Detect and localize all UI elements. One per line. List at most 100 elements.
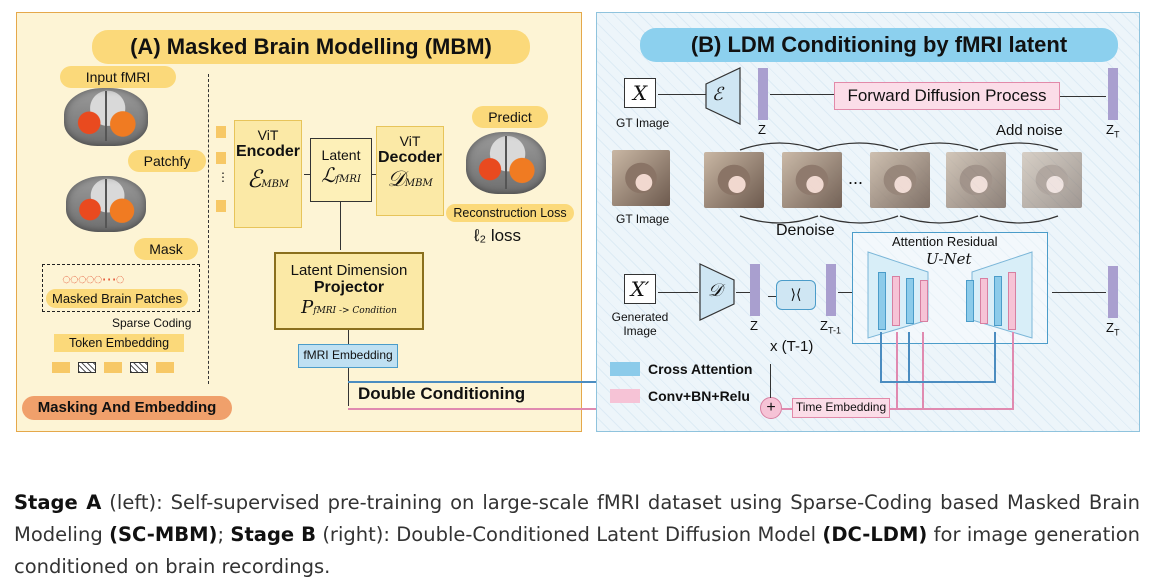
zt3-z: Z bbox=[1106, 320, 1114, 335]
zt1-sub: T-1 bbox=[827, 325, 841, 336]
patchfy-label: Patchfy bbox=[128, 150, 206, 172]
masked-brain-patches-label: Masked Brain Patches bbox=[46, 289, 188, 308]
caption-text-1: (left): Self-supervised pre-training on … bbox=[14, 491, 1140, 546]
denoise-label: Denoise bbox=[776, 222, 835, 239]
e-symbol: ℰ bbox=[712, 84, 723, 105]
noisy-cat-image-4 bbox=[946, 152, 1006, 208]
latent-symbol: ℒ bbox=[321, 163, 336, 187]
x-prime-box: X′ bbox=[624, 274, 656, 304]
separator-line bbox=[208, 74, 209, 384]
strip-ellipsis: ... bbox=[848, 168, 864, 188]
legend-conv-label: Conv+BN+Relu bbox=[648, 388, 750, 404]
caption-text-2: ; bbox=[217, 523, 231, 546]
gt-image-label-top: GT Image bbox=[616, 116, 670, 130]
x-prime-symbol: X′ bbox=[630, 277, 650, 301]
patched-brain-image bbox=[66, 176, 146, 232]
latent-subscript: fMRI bbox=[335, 174, 361, 185]
vit-decoder-vit: ViT bbox=[399, 133, 421, 149]
caption-text-3: (right): Double-Conditioned Latent Diffu… bbox=[315, 523, 823, 546]
zt3-sub: T bbox=[1113, 327, 1120, 338]
projector-line2: Projector bbox=[313, 279, 385, 296]
encoder-subscript: MBM bbox=[261, 179, 290, 190]
generated-image-label: Generated Image bbox=[611, 310, 669, 338]
z-latent-bar-bottom bbox=[750, 264, 760, 316]
time-embedding-box: Time Embedding bbox=[792, 398, 890, 418]
zt-z: Z bbox=[1106, 122, 1114, 137]
input-fmri-brain-image bbox=[64, 88, 148, 146]
caption-stage-b: Stage B bbox=[230, 523, 316, 546]
projector-symbol: P bbox=[301, 297, 314, 318]
zt-latent-bar-bottom bbox=[1108, 266, 1118, 318]
repeat-label: x (T-1) bbox=[770, 338, 814, 355]
patch-ellipsis: ⋯ bbox=[101, 271, 117, 288]
figure-caption: Stage A (left): Self-supervised pre-trai… bbox=[14, 487, 1140, 583]
add-noise-label: Add noise bbox=[996, 122, 1063, 139]
noisy-cat-image-1 bbox=[704, 152, 764, 208]
z-label-bottom: Z bbox=[750, 318, 758, 333]
gt-image-label-strip: GT Image bbox=[616, 212, 670, 226]
predict-label: Predict bbox=[472, 106, 548, 128]
noisy-cat-image-5 bbox=[1022, 152, 1082, 208]
decoder-trapezoid bbox=[699, 263, 735, 321]
zt1-latent-bar bbox=[826, 264, 836, 316]
x-symbol: X bbox=[632, 81, 648, 105]
z-label-top: Z bbox=[758, 122, 766, 137]
time-condition-line bbox=[348, 408, 760, 410]
legend-conv-swatch bbox=[610, 389, 640, 403]
panel-b-title: (B) LDM Conditioning by fMRI latent bbox=[640, 28, 1118, 62]
forward-diffusion-process-box: Forward Diffusion Process bbox=[834, 82, 1060, 110]
legend-cross-attention-swatch bbox=[610, 362, 640, 376]
gt-cat-image bbox=[612, 150, 670, 206]
double-conditioning-label: Double Conditioning bbox=[358, 384, 526, 403]
projector-line1: Latent Dimension bbox=[290, 262, 408, 279]
diffusion-arrows bbox=[739, 142, 1059, 224]
decoder-symbol: 𝒟 bbox=[387, 167, 405, 192]
attention-residual-label: Attention Residual bbox=[892, 234, 998, 249]
reconstruction-loss-label: Reconstruction Loss bbox=[446, 204, 574, 222]
panel-a-title: (A) Masked Brain Modelling (MBM) bbox=[92, 30, 530, 64]
zt1-label: ZT-1 bbox=[820, 318, 841, 336]
noisy-cat-image-3 bbox=[870, 152, 930, 208]
x-input-box: X bbox=[624, 78, 656, 108]
zt-sub: T bbox=[1113, 129, 1120, 140]
masked-patches-box bbox=[42, 264, 200, 312]
zt1-z: Z bbox=[820, 318, 828, 333]
zt-label-top: ZT bbox=[1106, 122, 1119, 140]
predicted-brain-image bbox=[466, 132, 546, 194]
unet-label: U-Net bbox=[926, 250, 972, 268]
vit-encoder-vit: ViT bbox=[257, 127, 279, 143]
sparse-coding-label: Sparse Coding bbox=[112, 316, 192, 330]
legend-cross-attention-label: Cross Attention bbox=[648, 361, 753, 377]
token-embedding-label: Token Embedding bbox=[54, 334, 184, 352]
d-symbol: 𝒟 bbox=[708, 280, 723, 301]
decoder-subscript: MBM bbox=[404, 178, 433, 189]
encoder-trapezoid bbox=[705, 67, 741, 125]
z-latent-bar bbox=[758, 68, 768, 120]
masking-and-embedding-label: Masking And Embedding bbox=[22, 396, 232, 420]
decoder-label: Decoder bbox=[377, 149, 443, 166]
latent-dimension-projector-box: Latent Dimension Projector PfMRI -> Cond… bbox=[274, 252, 424, 330]
l2-loss-label: ℓ₂ loss bbox=[474, 226, 522, 245]
caption-dc-ldm: (DC-LDM) bbox=[822, 523, 928, 546]
latent-label: Latent bbox=[321, 147, 361, 163]
token-row bbox=[52, 362, 192, 374]
token-vdots: ⋮ bbox=[217, 170, 229, 184]
latent-box: Latent ℒfMRI bbox=[310, 138, 372, 202]
mask-label: Mask bbox=[134, 238, 198, 260]
fmri-embedding-box: fMRI Embedding bbox=[298, 344, 398, 368]
encoder-label: Encoder bbox=[235, 143, 300, 160]
masked-patch-circles: ◌◌◌◌◌⋯◌ bbox=[62, 271, 124, 288]
encoder-symbol: ℰ bbox=[246, 165, 262, 193]
vit-encoder-box: ViT Encoder ℰMBM bbox=[234, 120, 302, 228]
input-fmri-label: Input fMRI bbox=[60, 66, 176, 88]
caption-text-4: for image generation conditioned on brai… bbox=[14, 523, 1140, 578]
plus-node: + bbox=[760, 397, 782, 419]
zt-label-bottom: ZT bbox=[1106, 320, 1119, 338]
scheduler-box: ⟩⟨ bbox=[776, 280, 816, 310]
vit-decoder-box: ViT Decoder 𝒟MBM bbox=[376, 126, 444, 216]
noisy-cat-image-2 bbox=[782, 152, 842, 208]
caption-sc-mbm: (SC-MBM) bbox=[109, 523, 218, 546]
zt-latent-bar-top bbox=[1108, 68, 1118, 120]
caption-stage-a: Stage A bbox=[14, 491, 102, 514]
projector-subscript: fMRI -> Condition bbox=[313, 306, 397, 316]
